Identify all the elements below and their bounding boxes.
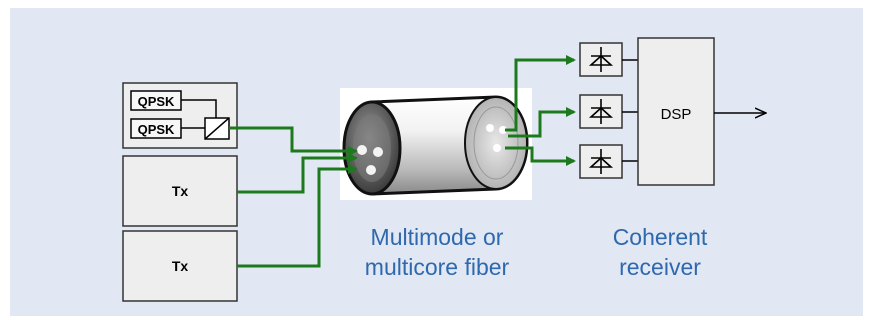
transmitter-qpsk-block: QPSK QPSK — [122, 82, 238, 149]
transmitter-tx-bottom: Tx — [122, 230, 238, 302]
fiber-caption-line2: multicore fiber — [364, 254, 510, 280]
dsp-label: DSP — [661, 106, 692, 123]
photodetector-1 — [579, 42, 623, 77]
fiber-caption-line1: Multimode or — [370, 224, 504, 250]
photodetector-2 — [579, 94, 623, 129]
signal-arrow-qpsk — [229, 126, 358, 156]
fiber-caption: Multimode or multicore fiber — [328, 222, 546, 282]
coherent-receiver: DSP — [579, 37, 766, 186]
qpsk-wire-top — [181, 99, 217, 118]
dsp-block: DSP — [637, 37, 715, 186]
signal-arrow-to-detector-2 — [508, 107, 576, 138]
signal-arrow-to-detector-3 — [505, 146, 576, 166]
tx-label-middle: Tx — [172, 183, 189, 199]
photodiode-icon — [588, 47, 614, 72]
transmitter-tx-middle: Tx — [122, 155, 238, 227]
qpsk-label-bottom: QPSK — [138, 122, 175, 137]
fiber-core-icon — [357, 124, 507, 175]
photodiode-icon — [588, 99, 614, 124]
receiver-caption: Coherent receiver — [580, 222, 740, 282]
photodiode-icon — [588, 149, 614, 174]
receiver-caption-line1: Coherent — [612, 224, 708, 250]
detector-to-dsp-wires — [622, 59, 638, 162]
qpsk-label-top: QPSK — [138, 94, 175, 109]
signal-arrow-to-detector-1 — [505, 55, 576, 132]
photodetector-3 — [579, 144, 623, 179]
signal-arrow-tx-middle — [237, 153, 358, 194]
polarization-combiner-icon — [204, 117, 230, 140]
receiver-caption-line2: receiver — [619, 254, 701, 280]
tx-label-bottom: Tx — [172, 258, 189, 274]
signal-arrow-tx-bottom — [237, 164, 358, 268]
fiber-illustration — [340, 88, 532, 200]
optical-signal-paths — [229, 55, 576, 268]
